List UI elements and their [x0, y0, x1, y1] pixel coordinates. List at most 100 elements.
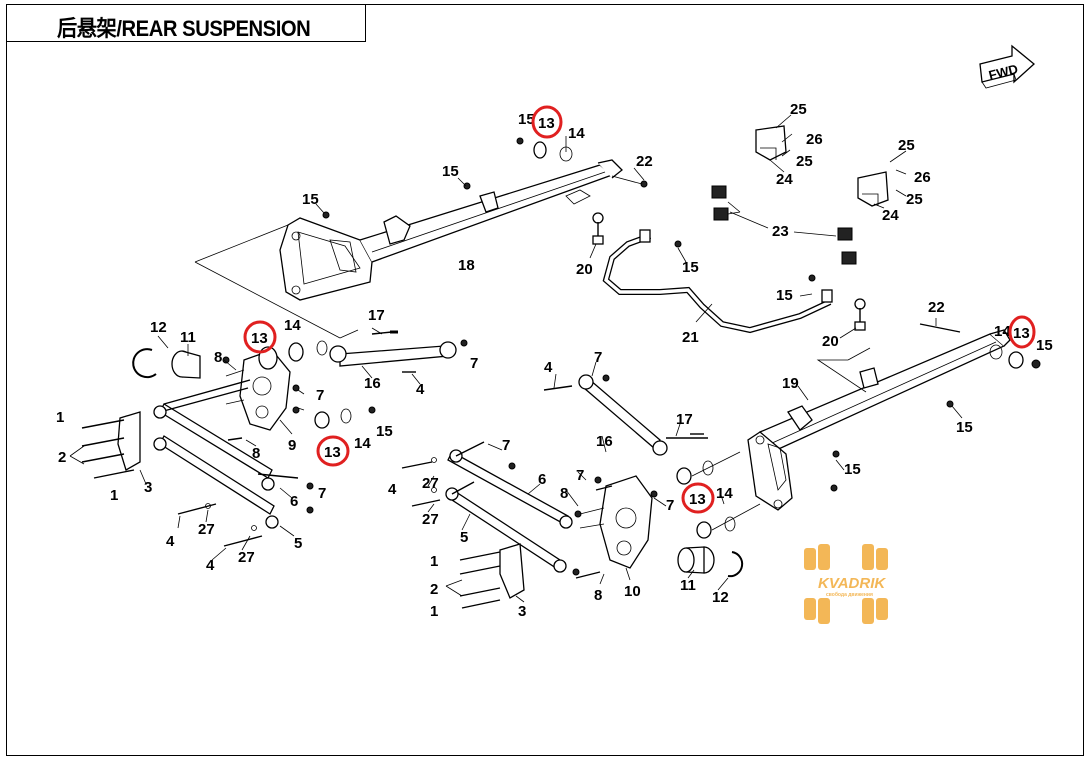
- callout-5: 5: [460, 529, 468, 546]
- callout-7: 7: [470, 355, 478, 372]
- fwd-label: FWD: [987, 61, 1019, 83]
- highlight-ring: [316, 435, 350, 467]
- callout-13: 13: [251, 330, 268, 347]
- callout-4: 4: [544, 359, 553, 376]
- stabilizer-bar: [602, 229, 833, 334]
- callout-10: 10: [624, 583, 641, 600]
- callout-16: 16: [596, 433, 613, 450]
- callout-26: 26: [914, 169, 931, 186]
- title-box: 后悬架/REAR SUSPENSION: [6, 4, 366, 42]
- callout-1: 1: [110, 487, 118, 504]
- callout-4: 4: [416, 381, 425, 398]
- callout-17: 17: [676, 411, 693, 428]
- callout-15: 15: [376, 423, 393, 440]
- callout-27: 27: [422, 475, 439, 492]
- bushing-left-upper: [258, 340, 328, 370]
- callout-23: 23: [772, 223, 789, 240]
- callout-4: 4: [388, 481, 397, 498]
- callout-7: 7: [318, 485, 326, 502]
- callout-27: 27: [198, 521, 215, 538]
- callout-20: 20: [822, 333, 839, 350]
- callout-15: 15: [682, 259, 699, 276]
- callout-12: 12: [712, 589, 729, 606]
- upper-arm-center: [543, 374, 708, 456]
- callout-24: 24: [882, 207, 899, 224]
- callout-21: 21: [682, 329, 699, 346]
- callout-13: 13: [1013, 325, 1030, 342]
- callout-15: 15: [518, 111, 535, 128]
- callout-15: 15: [956, 419, 973, 436]
- callout-15: 15: [1036, 337, 1053, 354]
- callout-26: 26: [806, 131, 823, 148]
- highlight-ring: [1008, 315, 1036, 349]
- callout-17: 17: [368, 307, 385, 324]
- callout-11: 11: [180, 329, 196, 346]
- hub-bearing-right: [677, 546, 744, 578]
- callout-4: 4: [166, 533, 175, 550]
- callout-15: 15: [844, 461, 861, 478]
- callout-labels: 15 14 22 15 15 18 20 15 25 26 25 24 25 2…: [56, 101, 1053, 620]
- callout-13: 13: [324, 444, 341, 461]
- lower-arms-left: [153, 379, 279, 529]
- callout-5: 5: [294, 535, 302, 552]
- drawing-border: [6, 4, 1084, 756]
- callout-3: 3: [144, 479, 152, 496]
- callout-9: 9: [288, 437, 296, 454]
- knuckle-left: [225, 349, 291, 431]
- callout-15: 15: [302, 191, 319, 208]
- callout-7: 7: [316, 387, 324, 404]
- callout-1: 1: [430, 553, 438, 570]
- bracket-center: [499, 543, 525, 599]
- bushing-left-lower: [314, 408, 352, 429]
- callout-8: 8: [252, 445, 260, 462]
- hub-bearing-left: [132, 348, 201, 379]
- watermark-name: KVADRIK: [818, 575, 886, 592]
- upper-arm-left: [329, 330, 468, 367]
- callout-15: 15: [776, 287, 793, 304]
- trailing-arm-lower-right: [747, 329, 1011, 511]
- stabilizer-link-right: [854, 298, 866, 331]
- callout-14: 14: [716, 485, 733, 502]
- callout-25: 25: [898, 137, 915, 154]
- callout-27: 27: [422, 511, 439, 528]
- callout-13: 13: [689, 491, 706, 508]
- watermark-logo: KVADRIK свобода движения: [804, 544, 888, 624]
- bracket-lower: [857, 171, 889, 207]
- highlight-ring: [681, 482, 715, 514]
- callout-1: 1: [56, 409, 64, 426]
- callout-8: 8: [594, 587, 602, 604]
- bushing-center: [676, 451, 761, 539]
- callout-13: 13: [538, 115, 555, 132]
- knuckle-center: [579, 475, 653, 569]
- callout-8: 8: [214, 349, 222, 366]
- bushing-right: [919, 323, 1041, 408]
- callout-22: 22: [636, 153, 653, 170]
- callout-7: 7: [594, 349, 602, 366]
- watermark-tagline: свобода движения: [826, 591, 873, 598]
- callout-8: 8: [560, 485, 568, 502]
- callout-6: 6: [538, 471, 546, 488]
- callout-4: 4: [206, 557, 215, 574]
- callout-19: 19: [782, 375, 799, 392]
- lower-arms-center: [445, 441, 658, 576]
- bolts-center: [401, 433, 840, 609]
- callout-14: 14: [354, 435, 371, 452]
- callout-14: 14: [994, 323, 1011, 340]
- callout-1: 1: [430, 603, 438, 620]
- callout-18: 18: [458, 257, 475, 274]
- stabilizer-bushing-set: [711, 185, 857, 265]
- highlight-ring: [531, 105, 563, 139]
- callout-20: 20: [576, 261, 593, 278]
- callout-22: 22: [928, 299, 945, 316]
- bracket-upper: [755, 125, 787, 161]
- page-title: 后悬架/REAR SUSPENSION: [57, 16, 311, 41]
- highlight-ring: [243, 320, 277, 354]
- trailing-arm-upper: [279, 159, 623, 301]
- callout-2: 2: [58, 449, 66, 466]
- leader-lines: [69, 114, 963, 603]
- callout-2: 2: [430, 581, 438, 598]
- callout-3: 3: [518, 603, 526, 620]
- callout-25: 25: [790, 101, 807, 118]
- callout-12: 12: [150, 319, 167, 336]
- callout-25: 25: [906, 191, 923, 208]
